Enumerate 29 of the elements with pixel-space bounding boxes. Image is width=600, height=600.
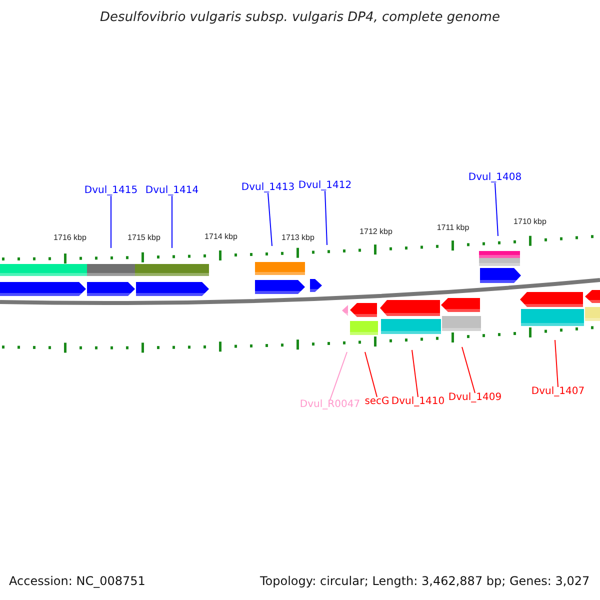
gene-label: Dvul_1415 — [84, 186, 138, 196]
gene-label: Dvul_1408 — [468, 173, 522, 183]
leader-line — [110, 196, 112, 248]
gene-label: secG — [364, 397, 390, 407]
leader-line — [412, 350, 418, 398]
gene-label: Dvul_1413 — [241, 183, 295, 193]
scale-label: 1715 kbp — [128, 234, 160, 242]
gene-label: Dvul_1410 — [391, 397, 445, 407]
scale-label: 1714 kbp — [204, 233, 238, 241]
scale-label: 1716 kbp — [54, 234, 86, 242]
scale-label: 1711 kbp — [436, 224, 470, 232]
leader-line — [268, 192, 272, 246]
gene-label: Dvul_1414 — [145, 186, 199, 196]
scale-label: 1713 kbp — [282, 234, 314, 242]
title: Desulfovibrio vulgaris subsp. vulgaris DP4, complete genome — [100, 11, 500, 24]
leader-line — [554, 340, 558, 388]
footer-text: Accession: NC_008751 — [9, 575, 146, 587]
footer-text: Topology: circular; Length: 3,462,887 bp; Genes: 3,027 — [260, 575, 590, 587]
leader-line — [324, 190, 328, 246]
leader-line — [330, 352, 348, 400]
gene-label: Dvul_1412 — [298, 181, 352, 191]
gene-label: Dvul_1407 — [531, 387, 585, 397]
scale-label: 1710 kbp — [514, 218, 546, 226]
leader-line — [462, 346, 476, 394]
leader-line — [364, 352, 378, 398]
scale-label: 1712 kbp — [360, 228, 392, 236]
leader-line — [494, 182, 498, 236]
gene-label: Dvul_R0047 — [300, 400, 360, 410]
gene-label: Dvul_1409 — [448, 393, 502, 403]
